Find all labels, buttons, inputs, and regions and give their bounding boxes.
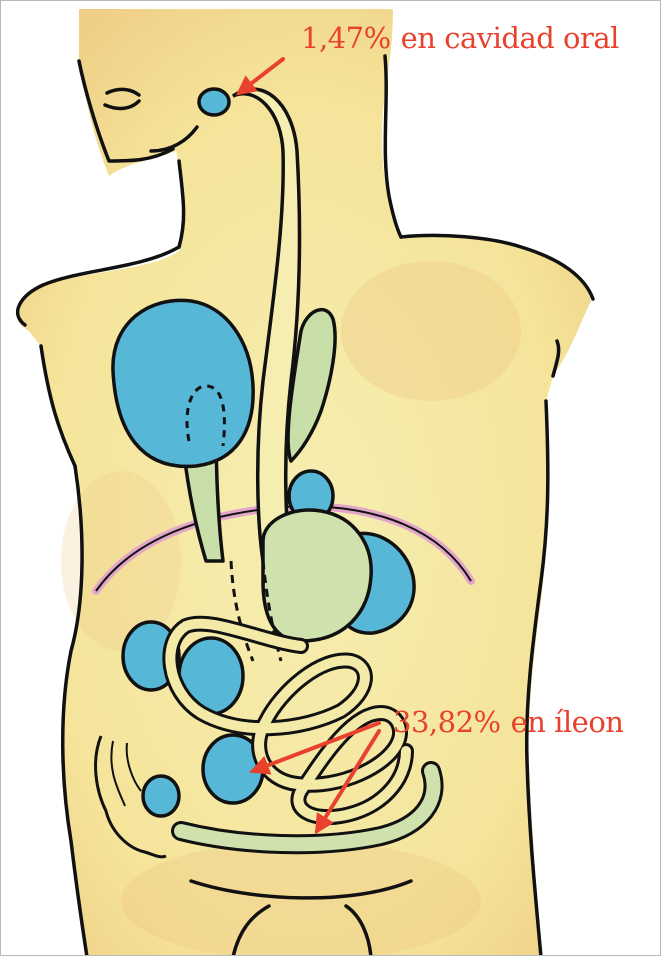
cecum-node [143, 776, 179, 816]
annotation-ileon-text: en íleon [511, 705, 624, 739]
skin-shading [341, 261, 521, 401]
annotation-oral-text: en cavidad oral [401, 21, 619, 55]
salivary-gland [199, 89, 229, 115]
annotation-ileon: 33,82% en íleon [393, 705, 623, 739]
annotation-oral: 1,47% en cavidad oral [301, 21, 619, 55]
annotation-ileon-value: 33,82% [393, 705, 501, 739]
liver-lobe [113, 300, 253, 466]
annotation-oral-value: 1,47% [301, 21, 391, 55]
